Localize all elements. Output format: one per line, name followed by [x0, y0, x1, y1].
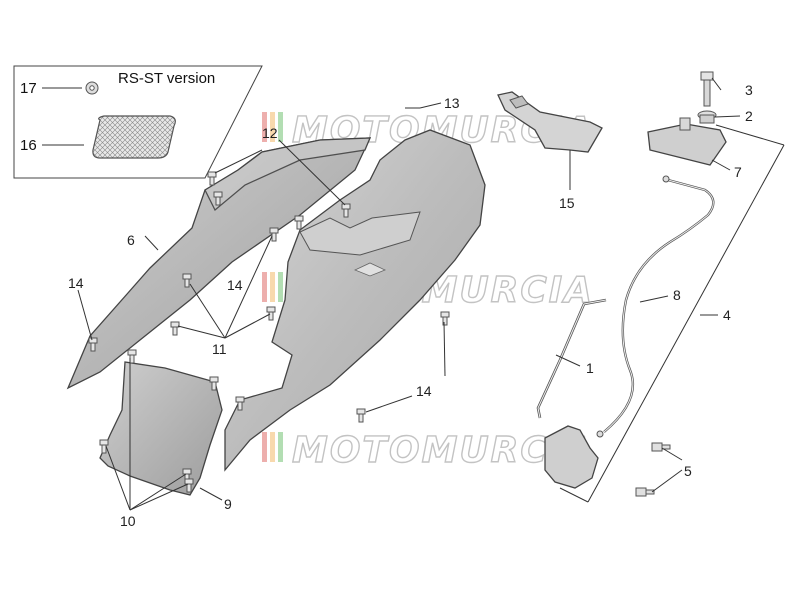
callout-12: 12	[262, 125, 278, 141]
screw-icon	[651, 442, 671, 452]
callout-9: 9	[224, 496, 232, 512]
bushing-icon	[697, 110, 717, 124]
screw-icon	[635, 487, 655, 497]
screw-icon	[341, 203, 351, 218]
screw-icon	[184, 478, 194, 493]
mud-flap	[99, 361, 223, 496]
rear-bracket	[497, 91, 603, 153]
release-cable	[596, 175, 715, 438]
callout-1: 1	[586, 360, 594, 376]
screw-icon	[235, 396, 245, 411]
left-side-panel	[66, 137, 372, 390]
inset-title: RS-ST version	[118, 70, 215, 87]
screws	[88, 171, 450, 493]
lock-bracket-icon	[647, 123, 727, 166]
callout-11: 11	[212, 341, 227, 357]
callout-4: 4	[723, 307, 731, 323]
screw-icon	[440, 311, 450, 326]
seat-latch-icon	[544, 425, 599, 489]
callout-15: 15	[559, 195, 575, 211]
callout-17: 17	[20, 80, 37, 97]
screw-icon	[294, 215, 304, 230]
latch-screws	[635, 442, 671, 497]
screw-icon	[266, 306, 276, 321]
mesh-panel-icon	[92, 115, 176, 159]
screw-icon	[99, 439, 109, 454]
callout-13: 13	[444, 95, 460, 111]
leader-lines	[77, 77, 785, 511]
lock-assembly	[647, 71, 727, 166]
callout-10: 10	[120, 513, 136, 529]
callout-14: 14	[227, 277, 243, 293]
bolt-icon	[700, 71, 714, 107]
callout-2: 2	[745, 108, 753, 124]
washer-icon	[85, 81, 99, 95]
screw-icon	[170, 321, 180, 336]
callout-8: 8	[673, 287, 681, 303]
watermark-bottom: MOTOMURCIA	[262, 429, 594, 472]
callout-7: 7	[734, 164, 742, 180]
watermark-text: MOTOMURCIA	[292, 430, 594, 471]
screw-icon	[127, 349, 137, 364]
callout-3: 3	[745, 82, 753, 98]
tail-body	[224, 129, 486, 472]
callout-labels: 1 2 3 4 5 6 7 8 9 10 11 12 13 14 14 14 1…	[68, 82, 753, 529]
release-rod	[536, 298, 607, 419]
screw-icon	[207, 171, 217, 186]
screw-icon	[356, 408, 366, 423]
screw-icon	[88, 337, 98, 352]
callout-16: 16	[20, 137, 37, 154]
rs-st-inset: RS-ST version 17 16	[13, 65, 263, 179]
screw-icon	[269, 227, 279, 242]
screw-icon	[209, 376, 219, 391]
callout-14: 14	[68, 275, 84, 291]
screw-icon	[213, 191, 223, 206]
callout-14: 14	[416, 383, 432, 399]
callout-5: 5	[684, 463, 692, 479]
callout-6: 6	[127, 232, 135, 248]
screw-icon	[182, 273, 192, 288]
